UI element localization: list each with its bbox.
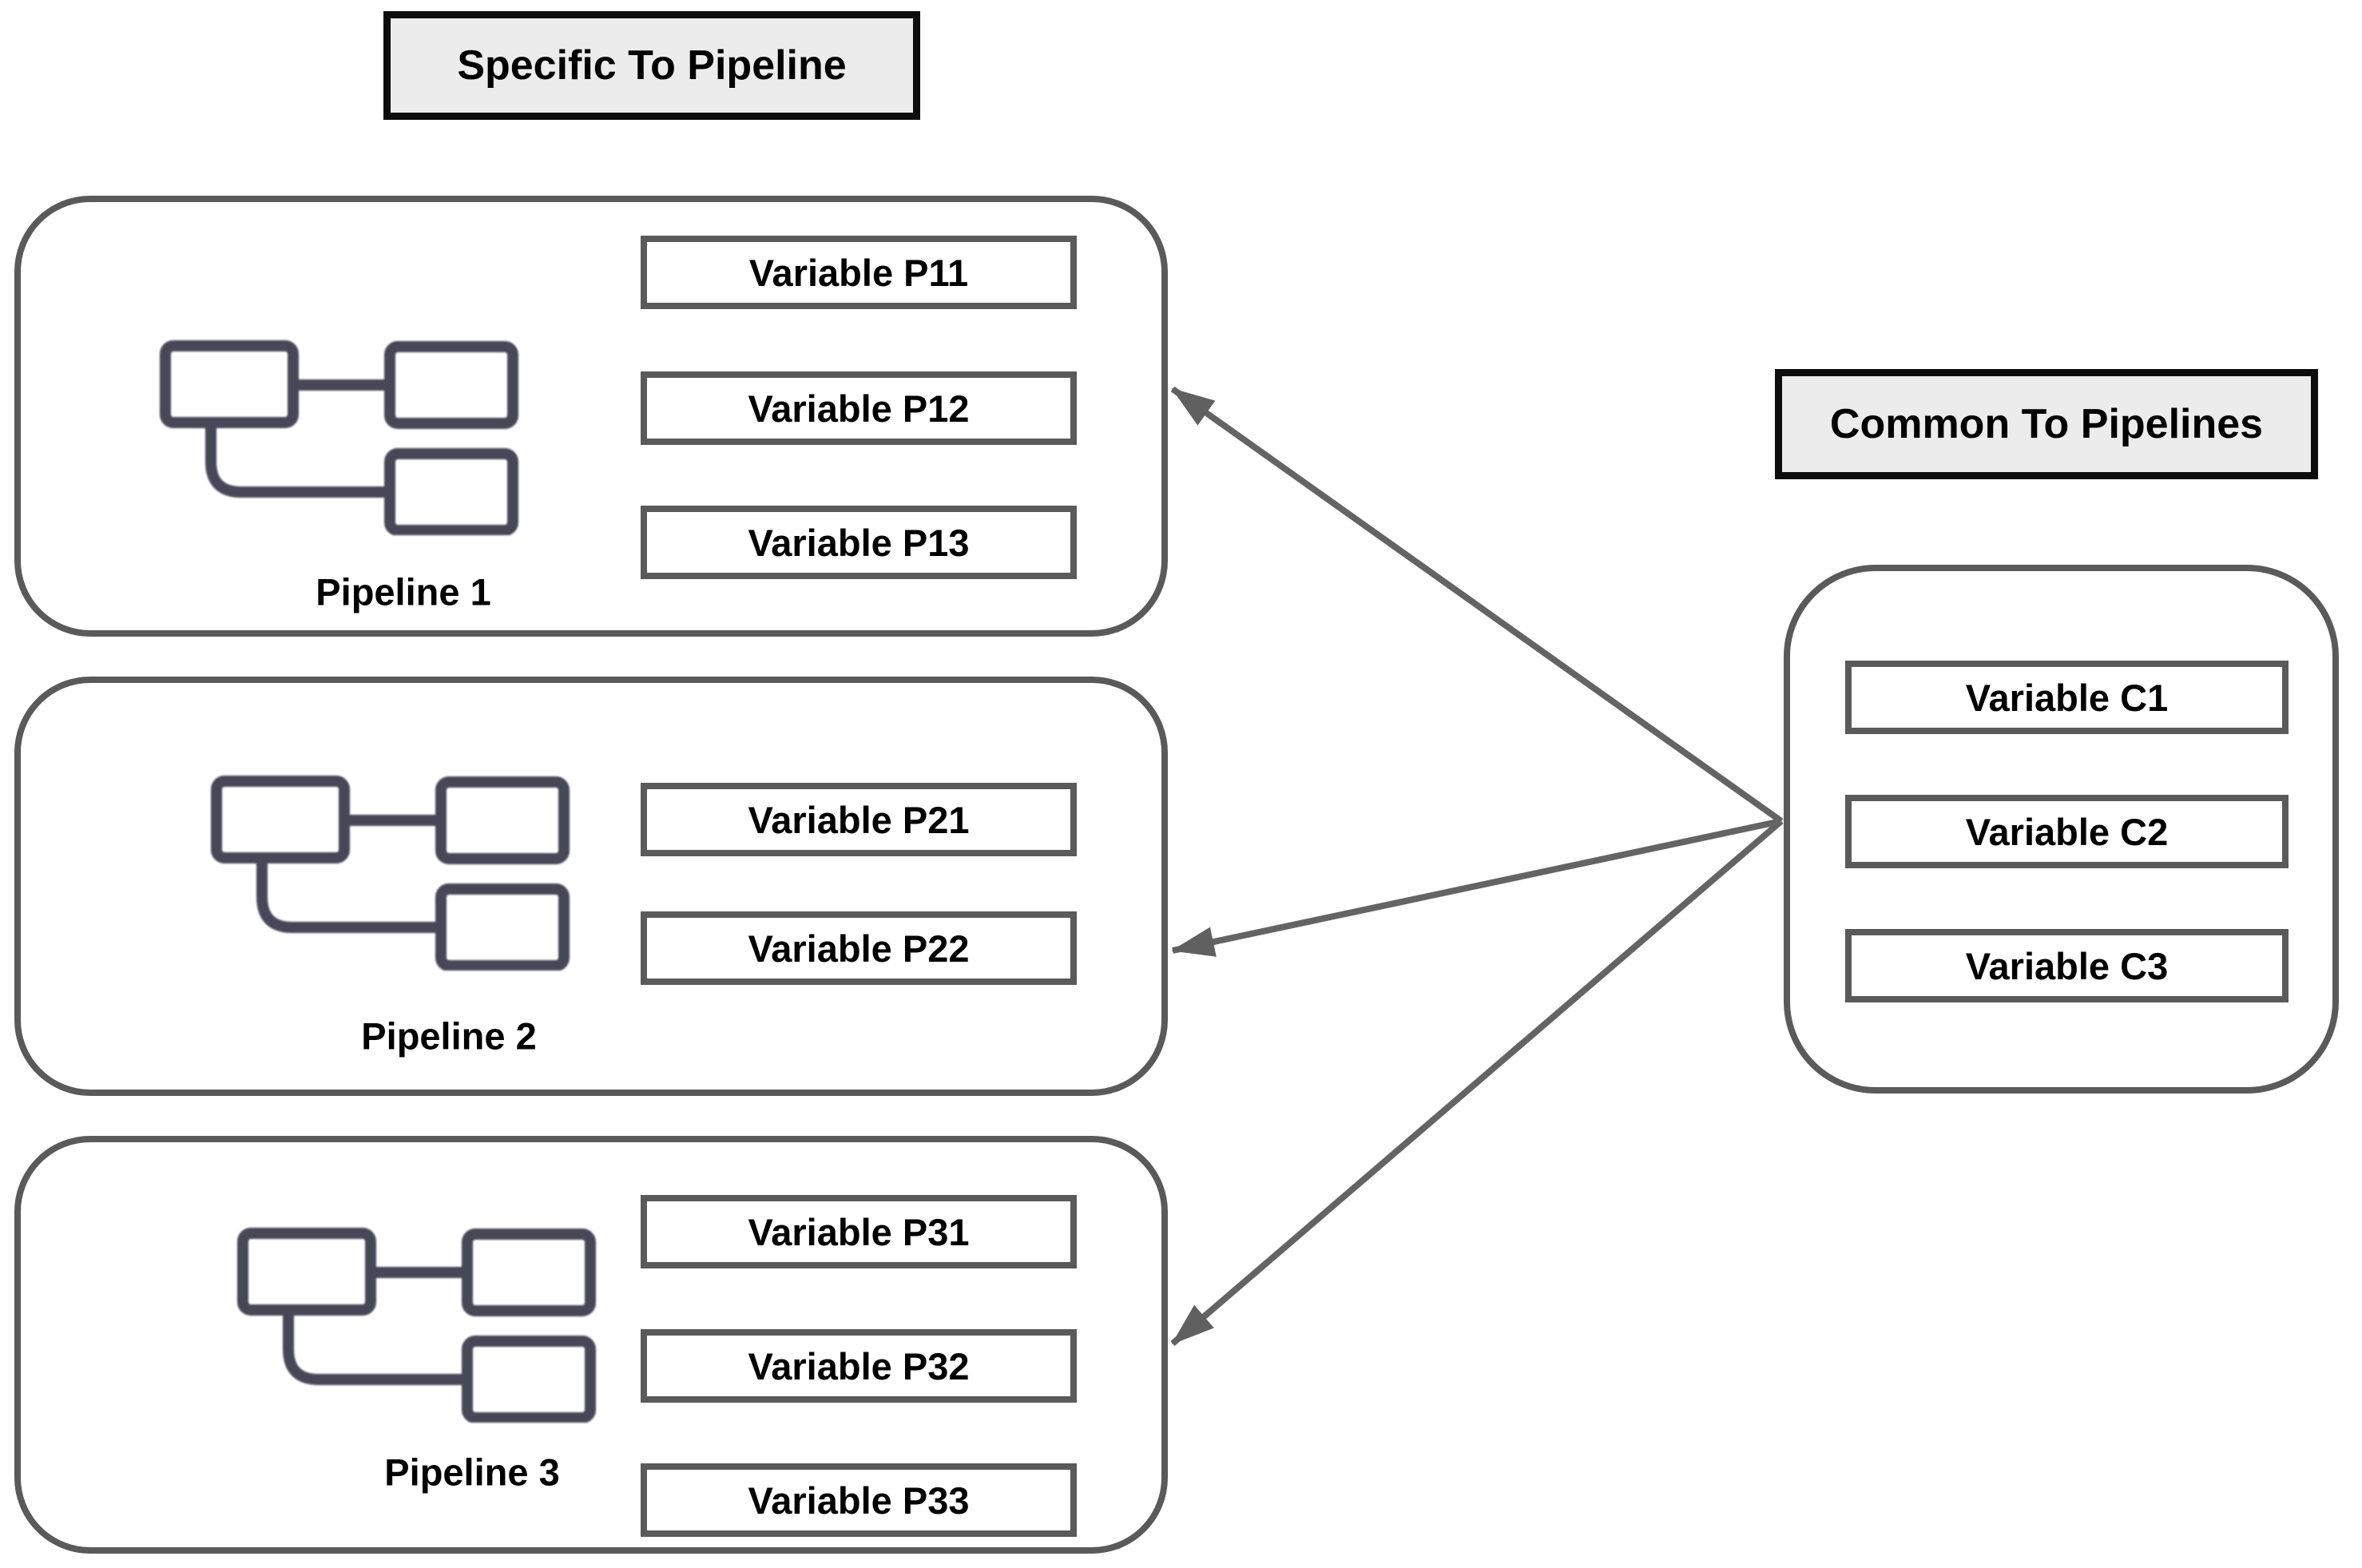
- pipeline-1-label: Pipeline 1: [316, 570, 491, 613]
- arrow-common-to-pipeline-1: [1170, 386, 1784, 824]
- arrow-common-to-pipeline-2: [1171, 818, 1782, 957]
- variable-box-p13: Variable P13: [641, 506, 1077, 579]
- pipeline-2-box: Pipeline 2 Variable P21 Variable P22: [14, 677, 1168, 1096]
- variable-box-p11: Variable P11: [641, 236, 1077, 309]
- variable-box-c2: Variable C2: [1845, 795, 2289, 868]
- common-title-label: Common To Pipelines: [1829, 401, 2264, 447]
- pipeline-3-label: Pipeline 3: [384, 1451, 560, 1494]
- pipeline-2-label: Pipeline 2: [361, 1014, 537, 1058]
- specific-title: Specific To Pipeline: [383, 11, 920, 120]
- variable-box-p33: Variable P33: [641, 1463, 1077, 1537]
- variable-box-p21: Variable P21: [641, 783, 1077, 856]
- common-title: Common To Pipelines: [1775, 369, 2318, 479]
- arrow-common-to-pipeline-3: [1170, 818, 1784, 1347]
- pipeline-flow-icon: [211, 776, 570, 971]
- variable-box-p12: Variable P12: [641, 371, 1077, 445]
- variable-box-c3: Variable C3: [1845, 929, 2289, 1002]
- variable-box-p22: Variable P22: [641, 911, 1077, 985]
- pipeline-flow-icon: [160, 340, 518, 535]
- variable-box-p31: Variable P31: [641, 1195, 1077, 1268]
- variable-box-p32: Variable P32: [641, 1329, 1077, 1403]
- variable-box-c1: Variable C1: [1845, 661, 2289, 734]
- pipeline-1-box: Pipeline 1 Variable P11 Variable P12 Var…: [14, 196, 1168, 637]
- specific-title-label: Specific To Pipeline: [457, 42, 847, 89]
- common-variables-box: Variable C1 Variable C2 Variable C3: [1784, 565, 2339, 1094]
- pipeline-3-box: Pipeline 3 Variable P31 Variable P32 Var…: [14, 1136, 1168, 1554]
- pipeline-flow-icon: [237, 1228, 596, 1423]
